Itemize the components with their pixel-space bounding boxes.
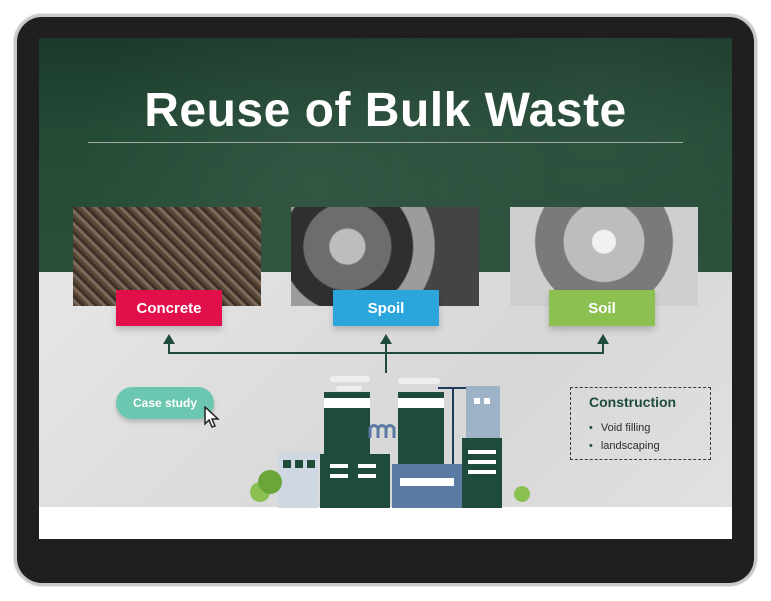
spoil-photo — [291, 207, 479, 306]
page-title: Reuse of Bulk Waste — [144, 84, 627, 137]
info-title: Construction — [589, 394, 677, 410]
slide-screen: Reuse of Bulk Waste Concrete Spoil Soil … — [39, 38, 732, 539]
factory-illustration — [250, 376, 530, 508]
concrete-photo — [73, 207, 261, 306]
footer-bar — [39, 507, 732, 539]
soil-photo — [510, 207, 698, 306]
case-study-button[interactable]: Case study — [116, 387, 214, 419]
title-divider — [88, 142, 683, 143]
pointer-cursor-icon — [204, 406, 220, 428]
list-item: Void filling — [589, 422, 660, 434]
spoil-label: Spoil — [333, 290, 439, 326]
construction-info-box: Construction Void filling landscaping — [570, 387, 711, 460]
soil-label: Soil — [549, 290, 655, 326]
list-item: landscaping — [589, 440, 660, 452]
concrete-label: Concrete — [116, 290, 222, 326]
info-list: Void filling landscaping — [589, 416, 660, 458]
